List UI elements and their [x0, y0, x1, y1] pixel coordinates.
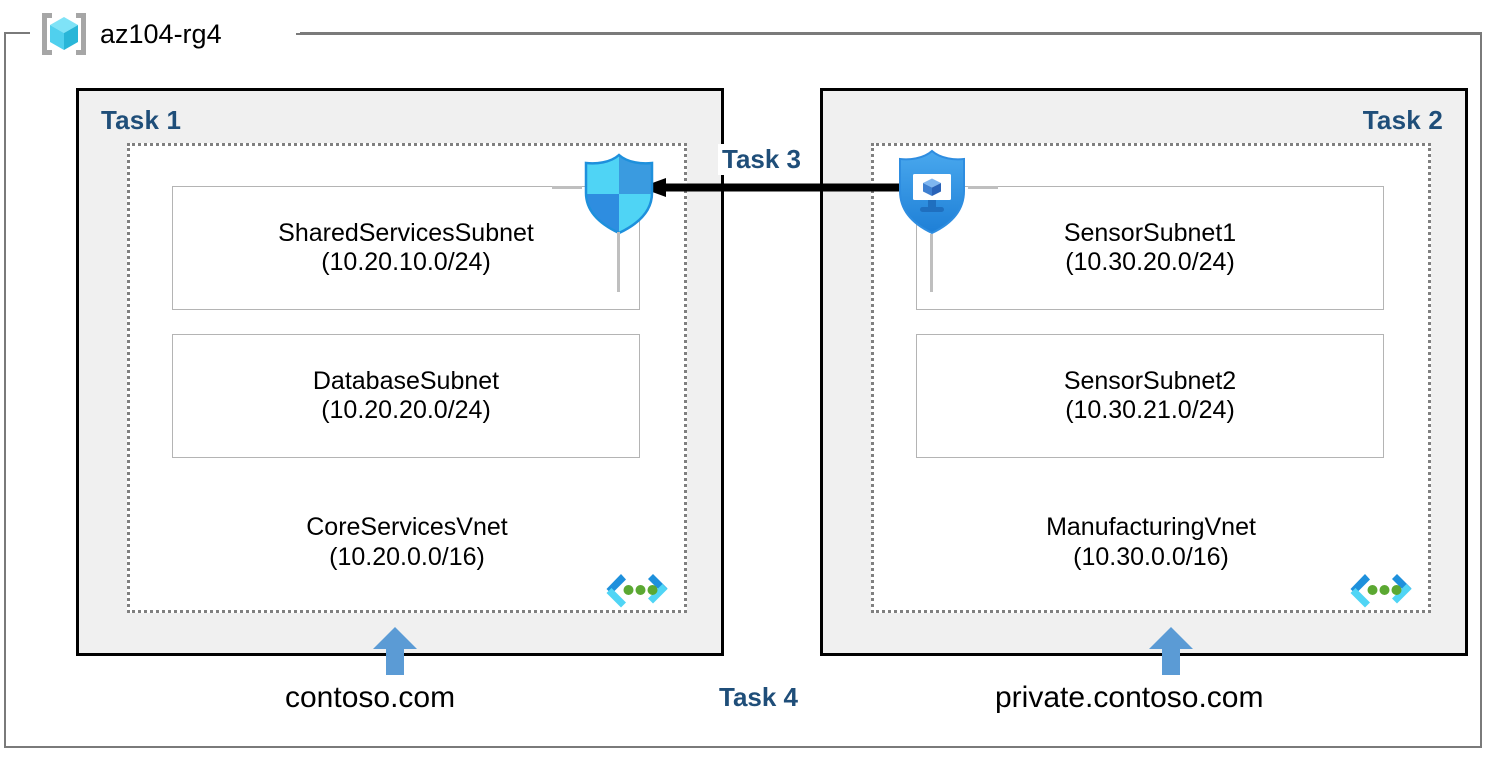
task-3-label: Task 3 — [718, 144, 806, 175]
resource-group-cube-icon — [38, 10, 90, 58]
task-4-label: Task 4 — [719, 682, 799, 712]
dns-zone-up-arrow-icon — [372, 627, 418, 675]
task-2-box: Task 2 SensorSubnet1 (10.30.20.0/24) Sen… — [820, 88, 1468, 656]
subnet-sensorsubnet2: SensorSubnet2 (10.30.21.0/24) — [916, 334, 1384, 458]
subnet-name: DatabaseSubnet — [312, 366, 500, 395]
nsg-connector-left — [552, 186, 582, 189]
dns-zone-label-private-contoso: private.contoso.com — [995, 681, 1264, 714]
nsg-connector-down — [617, 232, 620, 292]
subnet-name: SensorSubnet2 — [1063, 366, 1237, 395]
subnet-name: SensorSubnet1 — [1063, 218, 1237, 247]
dns-zone-label-contoso: contoso.com — [285, 681, 456, 714]
task-1-box: Task 1 SharedServicesSubnet (10.20.10.0/… — [76, 88, 724, 656]
vnet-caption: ManufacturingVnet (10.30.0.0/16) — [874, 513, 1428, 572]
subnet-cidr: (10.30.21.0/24) — [1065, 396, 1235, 424]
resource-group-title-rule — [296, 33, 1482, 35]
subnet-name: SharedServicesSubnet — [278, 218, 534, 247]
network-security-group-shield-icon — [580, 153, 658, 235]
vnet-caption: CoreServicesVnet (10.20.0.0/16) — [130, 513, 684, 572]
dns-zone-up-arrow-icon — [1148, 627, 1194, 675]
vnet-cidr: (10.30.0.0/16) — [1073, 542, 1229, 571]
subnet-sensorsubnet1: SensorSubnet1 (10.30.20.0/24) — [916, 186, 1384, 310]
vnet-manufacturingvnet: SensorSubnet1 (10.30.20.0/24) SensorSubn… — [871, 143, 1431, 613]
virtual-network-icon — [1344, 572, 1418, 624]
subnet-cidr: (10.30.20.0/24) — [1065, 248, 1235, 276]
vnet-coreservicesvnet: SharedServicesSubnet (10.20.10.0/24) Dat… — [127, 143, 687, 613]
defender-connector-right — [968, 186, 998, 189]
subnet-databasesubnet: DatabaseSubnet (10.20.20.0/24) — [172, 334, 640, 458]
vnet-cidr: (10.20.0.0/16) — [329, 542, 485, 571]
vnet-name: CoreServicesVnet — [306, 513, 508, 541]
peering-arrow-left-icon — [640, 178, 908, 198]
resource-group-header: az104-rg4 — [38, 8, 222, 60]
subnet-cidr: (10.20.10.0/24) — [321, 248, 491, 276]
task-2-label: Task 2 — [1362, 105, 1443, 135]
subnet-cidr: (10.20.20.0/24) — [321, 396, 491, 424]
vnet-name: ManufacturingVnet — [1046, 513, 1256, 541]
defender-shield-monitor-icon — [893, 148, 971, 236]
defender-connector-down — [930, 234, 933, 292]
virtual-network-icon — [600, 572, 674, 624]
task-1-label: Task 1 — [101, 105, 182, 135]
resource-group-name: az104-rg4 — [100, 18, 222, 49]
subnet-sharedservicessubnet: SharedServicesSubnet (10.20.10.0/24) — [172, 186, 640, 310]
